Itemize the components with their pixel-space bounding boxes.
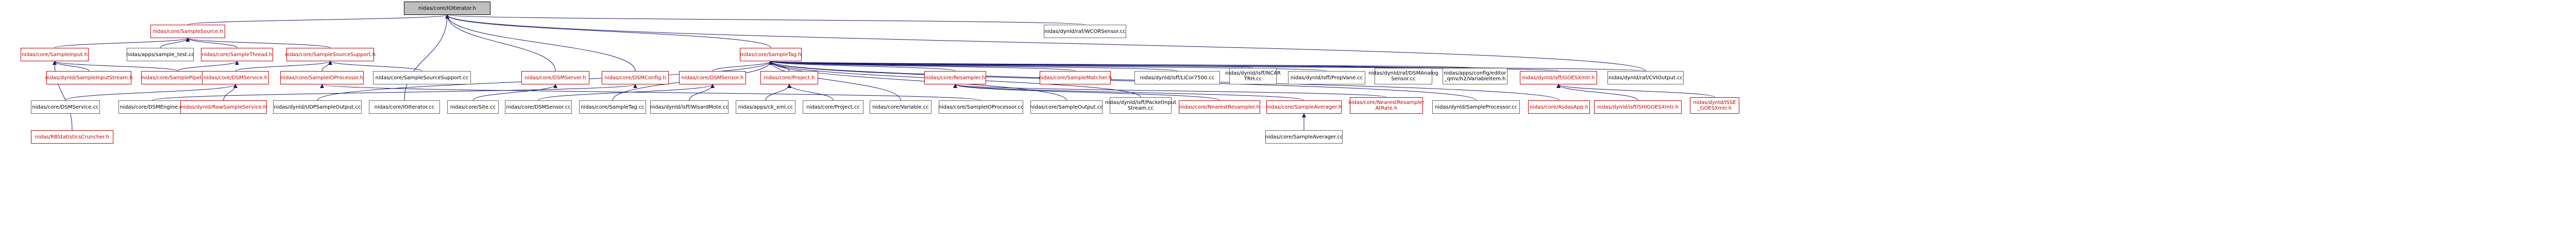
graph-edge [953,84,1387,98]
graph-node-ssigoesxmtr[interactable]: nidas/dynld/isff/SHIGOESXmtr.h [1594,100,1682,114]
graph-node-resampler-h[interactable]: nidas/core/Resampler.h [924,71,986,84]
graph-edge [769,61,901,101]
graph-edge [769,61,1476,68]
graph-node-udpsampleoutput[interactable]: nidas/dynld/UDPSampleOutput.cc [273,100,362,114]
graph-node-sampleioprocessor-h[interactable]: nidas/core/SampleIOProcessor.h [280,71,364,84]
graph-edge [769,61,1646,72]
graph-node-cvioutput[interactable]: nidas/dynld/raf/CVIOutput.cc [1607,71,1684,84]
graph-node-wisardmote[interactable]: nidas/dynld/isff/WisardMote.cc [650,100,728,114]
graph-node-rawsampleservice[interactable]: nidas/dynld/RawSampleService.h [180,100,267,114]
graph-edge [188,14,449,25]
graph-node-dsmengine-cc[interactable]: nidas/core/DSMEngine.cc [118,100,187,114]
graph-node-sampletag-h[interactable]: nidas/core/SampleTag.h [740,48,802,61]
graph-node-sic-dsmservice-h[interactable]: nidas/core/DSMService.cc [31,100,100,114]
graph-node-nearestresampler-at[interactable]: nidas/core/NearestResampler AtRate.h [1348,97,1425,114]
graph-node-ssigoes[interactable]: nidas/dynld/isff/GOESXmtr.h [1520,71,1597,84]
graph-node-sampleaverager-h[interactable]: nidas/core/SampleAverager.h [1266,100,1342,114]
graph-node-sampleoutput-cc[interactable]: nidas/core/SampleOutput.cc [1030,100,1103,114]
graph-edge [769,61,1067,101]
graph-edge [53,61,178,72]
graph-node-project-cc[interactable]: nidas/core/Project.cc [803,100,863,114]
graph-edge [223,84,238,101]
graph-edge [177,61,239,72]
graph-edge [769,61,1178,72]
graph-edge [769,61,1327,72]
graph-node-propvane[interactable]: nidas/dynld/isff/PropVane.cc [1288,71,1365,84]
graph-node-sampleinputstream-h[interactable]: nidas/dynld/SampleInputStream.h [45,71,133,84]
graph-edge [712,61,773,72]
graph-edge [787,84,834,101]
graph-edge [472,84,557,101]
graph-edge [445,14,1086,25]
graph-node-samplethread-h[interactable]: nidas/core/SampleThread.h [201,48,273,61]
graph-node-dsmconfig-h[interactable]: nidas/core/DSMConfig.h [602,71,669,84]
graph-node-ioiterator-cc[interactable]: nidas/core/IOIterator.cc [369,100,440,114]
graph-edge [235,61,332,72]
graph-node-isse-goes[interactable]: nidas/dynld/ISSE _GOESXmtr.h [1690,97,1739,114]
graph-edge [953,84,1220,101]
graph-edge [765,84,791,101]
graph-node-sampleioprocessor-cc[interactable]: nidas/core/SampleIOProcessor.cc [939,100,1023,114]
graph-edge [538,84,715,101]
graph-node-samplesourcesupport-h[interactable]: nidas/core/SampleSourceSupport.h [285,48,376,61]
graph-edge [445,14,771,48]
graph-node-sampleprocessor[interactable]: nidas/dynld/SampleProcessor.cc [1432,100,1520,114]
graph-node-project-h[interactable]: nidas/core/Project.h [760,71,818,84]
graph-node-sampleaverager-cc[interactable]: nidas/core/SampleAverager.cc [1265,130,1343,144]
graph-edge [320,84,981,101]
graph-node-sampletag-cc[interactable]: nidas/core/SampleTag.cc [579,100,646,114]
graph-node-statcruncher[interactable]: nidas/RBStatisticsCruncher.h [31,130,113,144]
graph-node-nearestresampler-h[interactable]: nidas/core/NearestResampler.h [1179,100,1260,114]
graph-edge [769,61,1477,101]
graph-node-configeditor[interactable]: nidas/apps/config/editor _qmv/h2/Variabl… [1443,68,1507,84]
graph-edge [185,38,331,48]
graph-edge [152,84,637,101]
graph-edge [328,61,422,72]
graph-node-dsmanalog[interactable]: nidas/dynld/raf/DSMAnalog Sensor.cc [1368,68,1438,84]
graph-edge [1556,84,1638,101]
graph-node-dsmsensor-h[interactable]: nidas/core/DSMSensor.h [679,71,746,84]
graph-node-asdapp[interactable]: nidas/core/AsdasApp.h [1528,100,1590,114]
graph-node-lico7500[interactable]: nidas/dynld/isff/LiCor7500.cc [1134,71,1220,84]
graph-node-root: nidas/core/IOIterator.h [404,2,490,15]
graph-edge [769,61,956,72]
graph-node-samplesourcesupport-cc[interactable]: nidas/core/SampleSourceSupport.cc [373,71,471,84]
graph-edge [65,84,238,101]
graph-node-dsmservice-h[interactable]: nidas/core/DSMService.h [202,71,269,84]
graph-node-packetinput[interactable]: nidas/dynld/isff/PacketInput Stream.cc [1105,97,1176,114]
graph-edge [445,14,636,72]
graph-edge [445,14,556,72]
graph-node-site-cc[interactable]: nidas/core/Site.cc [447,100,499,114]
graph-edge [445,14,1646,72]
graph-edge [689,84,715,101]
graph-edge [185,38,238,48]
graph-edge [54,38,190,48]
graph-node-sample-test[interactable]: nidas/apps/sample_test.cc [126,48,194,61]
graph-node-ck-xml[interactable]: nidas/apps/ck_xml.cc [736,100,795,114]
graph-edge [769,61,1076,72]
graph-node-ncar-trh[interactable]: nidas/dynld/isff/NCAR TRH.cc [1225,68,1281,84]
graph-edge [404,14,449,101]
graph-edge [1556,84,1715,98]
graph-edge [953,84,1304,101]
graph-node-samplesource-h[interactable]: nidas/core/SampleSource.h [150,25,225,38]
graph-node-dsmsensor-cc[interactable]: nidas/core/DSMSensor.cc [505,100,572,114]
graph-node-variable-cc[interactable]: nidas/core/Variable.cc [870,100,931,114]
graph-node-wcdsensor[interactable]: nidas/dynld/raf/WCORSensor.cc [1044,25,1126,38]
graph-node-sampleinput-h[interactable]: nidas/core/SampleInput.h [21,48,89,61]
graph-node-dsmserver-h[interactable]: nidas/core/DSMServer.h [521,71,589,84]
graph-node-samplematcher-h[interactable]: nidas/core/SampleMatcher.h [1039,71,1112,84]
